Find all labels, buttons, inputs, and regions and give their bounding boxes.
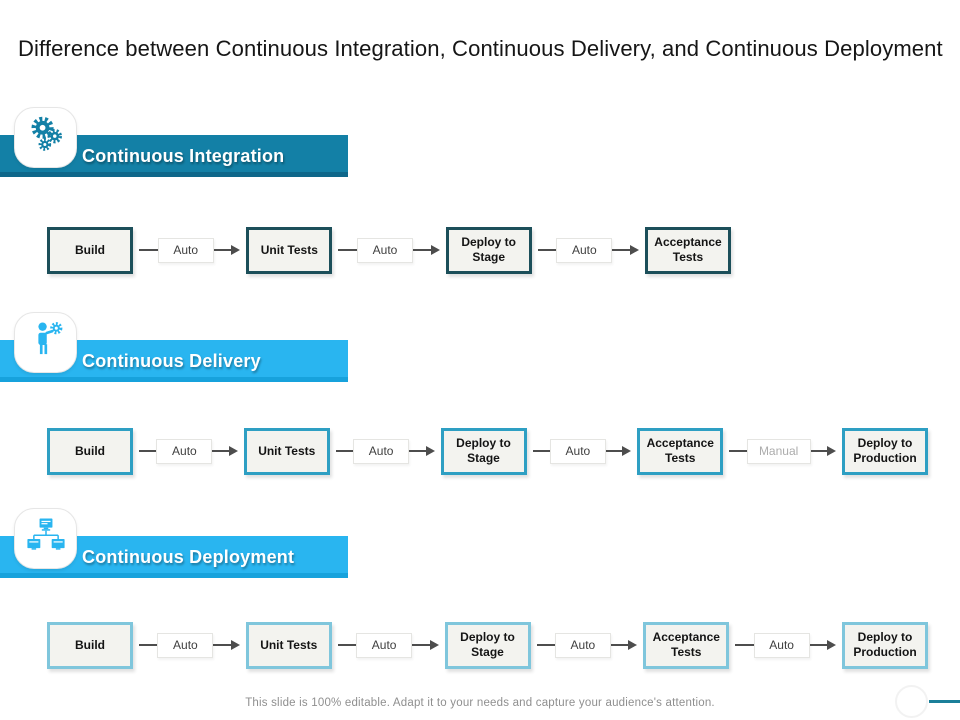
flow-connector: Auto bbox=[729, 632, 842, 658]
connector-line bbox=[335, 450, 354, 452]
arrowhead-icon bbox=[430, 245, 440, 255]
connector-line bbox=[537, 249, 557, 251]
section-icon-plate bbox=[14, 508, 77, 569]
flow-row-continuous-deployment: Build Auto Unit Tests Auto Deploy to Stage Au… bbox=[47, 620, 928, 670]
transition-label: Auto bbox=[353, 438, 410, 464]
flow-connector: Auto bbox=[531, 632, 644, 658]
section-title: Continuous Delivery bbox=[82, 351, 261, 371]
step-node: Acceptance Tests bbox=[643, 621, 730, 669]
arrowhead-icon bbox=[622, 446, 632, 456]
connector-line bbox=[612, 249, 631, 251]
connector-line bbox=[213, 644, 232, 646]
connector-line bbox=[337, 644, 357, 646]
flow-connector: Manual bbox=[723, 438, 842, 464]
step-node: Deploy to Production bbox=[842, 427, 928, 475]
flow-connector: Auto bbox=[527, 438, 638, 464]
step-node: Acceptance Tests bbox=[637, 427, 724, 475]
decor-circle bbox=[895, 685, 928, 718]
flow-row-continuous-delivery: Build Auto Unit Tests Auto Deploy to Stage Au… bbox=[47, 426, 928, 476]
transition-label: Manual bbox=[746, 438, 811, 464]
flow-row-continuous-integration: Build Auto Unit Tests Auto Deploy to Stage Au… bbox=[47, 225, 731, 275]
transition-label: Auto bbox=[156, 438, 213, 464]
connector-line bbox=[139, 450, 157, 452]
connector-line bbox=[412, 644, 431, 646]
transition-label: Auto bbox=[157, 237, 214, 263]
section-title: Continuous Deployment bbox=[82, 547, 295, 567]
connector-line bbox=[536, 644, 555, 646]
arrowhead-icon bbox=[231, 245, 241, 255]
arrowhead-icon bbox=[628, 640, 638, 650]
transition-label: Auto bbox=[556, 237, 613, 263]
transition-label: Auto bbox=[356, 632, 413, 658]
step-node: Build bbox=[47, 427, 133, 475]
flow-connector: Auto bbox=[532, 237, 645, 263]
arrowhead-icon bbox=[228, 446, 238, 456]
connector-line bbox=[605, 450, 624, 452]
transition-label: Auto bbox=[157, 632, 214, 658]
arrowhead-icon bbox=[630, 245, 639, 255]
step-node: Deploy to Stage bbox=[440, 427, 527, 475]
arrowhead-icon bbox=[230, 640, 240, 650]
flow-connector: Auto bbox=[330, 438, 441, 464]
connector-line bbox=[213, 249, 233, 251]
flow-connector: Auto bbox=[133, 632, 246, 658]
step-node: Build bbox=[47, 226, 133, 274]
step-node: Acceptance Tests bbox=[644, 226, 731, 274]
transition-label: Auto bbox=[753, 632, 810, 658]
network-nodes-icon bbox=[22, 514, 70, 563]
step-node: Deploy to Stage bbox=[444, 621, 531, 669]
flow-connector: Auto bbox=[332, 632, 445, 658]
arrowhead-icon bbox=[425, 446, 435, 456]
step-node: Build bbox=[47, 621, 133, 669]
connector-line bbox=[809, 644, 828, 646]
step-node: Unit Tests bbox=[243, 427, 330, 475]
connector-line bbox=[139, 644, 158, 646]
gears-icon bbox=[22, 111, 70, 164]
transition-label: Auto bbox=[357, 237, 413, 263]
connector-line bbox=[212, 450, 230, 452]
connector-line bbox=[413, 249, 432, 251]
step-node: Deploy to Stage bbox=[445, 226, 532, 274]
flow-connector: Auto bbox=[332, 237, 445, 263]
connector-line bbox=[810, 450, 828, 452]
footer-note: This slide is 100% editable. Adapt it to… bbox=[245, 697, 715, 709]
transition-label: Auto bbox=[549, 438, 606, 464]
step-node: Unit Tests bbox=[246, 226, 333, 274]
arrowhead-icon bbox=[429, 640, 439, 650]
connector-line bbox=[532, 450, 550, 452]
flow-connector: Auto bbox=[133, 438, 244, 464]
connector-line bbox=[735, 644, 754, 646]
person-gear-icon bbox=[22, 316, 70, 369]
transition-label: Auto bbox=[554, 632, 611, 658]
connector-line bbox=[409, 450, 427, 452]
connector-line bbox=[139, 249, 158, 251]
step-node: Deploy to Production bbox=[842, 621, 928, 669]
step-node: Unit Tests bbox=[245, 621, 332, 669]
arrowhead-icon bbox=[827, 446, 836, 456]
connector-line bbox=[610, 644, 630, 646]
section-icon-plate bbox=[14, 312, 77, 373]
connector-line bbox=[729, 450, 747, 452]
slide-title: Difference between Continuous Integratio… bbox=[18, 36, 943, 61]
arrowhead-icon bbox=[827, 640, 836, 650]
section-icon-plate bbox=[14, 107, 77, 168]
section-title: Continuous Integration bbox=[82, 146, 285, 166]
connector-line bbox=[338, 249, 357, 251]
flow-connector: Auto bbox=[133, 237, 246, 263]
decor-line bbox=[929, 700, 960, 703]
